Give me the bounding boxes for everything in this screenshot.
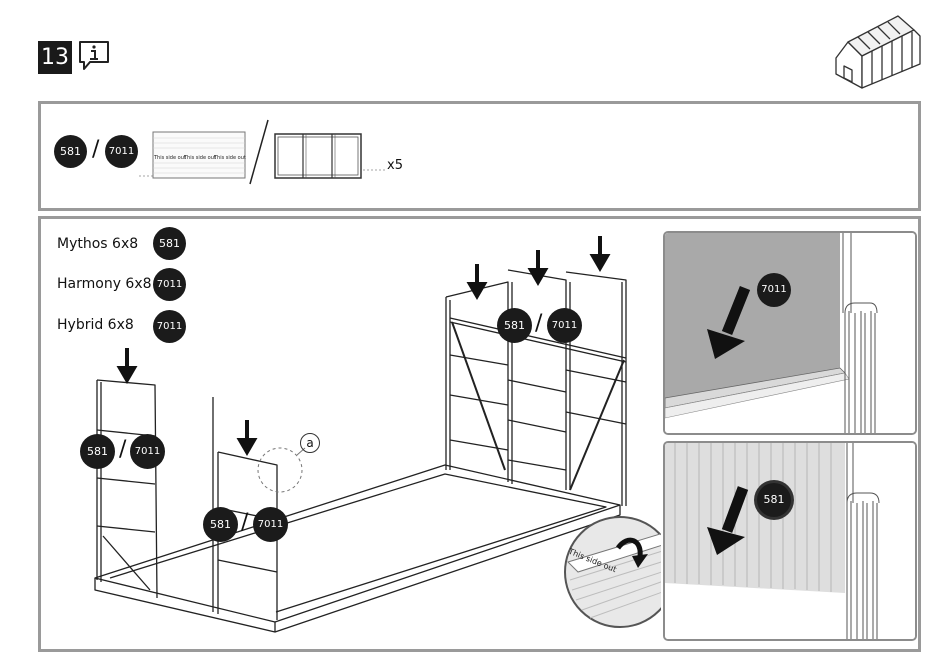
sheet-label-1: This side out [154,155,186,161]
inset-illustration-top [665,233,915,433]
inset-bottom-code: 581 [757,483,791,517]
back-wall-separator: / [535,311,542,336]
detail-marker-a: a [300,433,320,453]
info-icon [76,38,112,74]
assembly-illustration [41,219,661,643]
middle-wall-code-581: 581 [203,507,238,542]
sheet-label-3: This side out [214,155,246,161]
middle-wall-code-7011: 7011 [253,507,288,542]
divider-slash [247,118,271,186]
inset-illustration-bottom [665,443,915,639]
sheet-label-2: This side out [184,155,216,161]
frame-panel-icon [273,132,365,182]
quantity-label: x5 [387,158,403,173]
back-wall-code-581: 581 [497,308,532,343]
back-wall-code-7011: 7011 [547,308,582,343]
step-number: 13 [38,41,72,74]
left-wall-code-7011: 7011 [130,434,165,469]
left-wall-separator: / [119,437,126,462]
part-code-badge-581: 581 [54,135,87,168]
part-code-badge-7011: 7011 [105,135,138,168]
quantity-leader [363,167,389,173]
part-separator: / [92,137,99,162]
inset-top-code: 7011 [757,273,791,307]
parts-panel: 581 / 7011 This side out This side out T… [38,101,921,211]
middle-wall-separator: / [241,510,248,535]
inset-detail-7011: 7011 [663,231,917,435]
inset-detail-581: 581 [663,441,917,641]
left-wall-code-581: 581 [80,434,115,469]
greenhouse-thumbnail-icon [828,8,932,96]
